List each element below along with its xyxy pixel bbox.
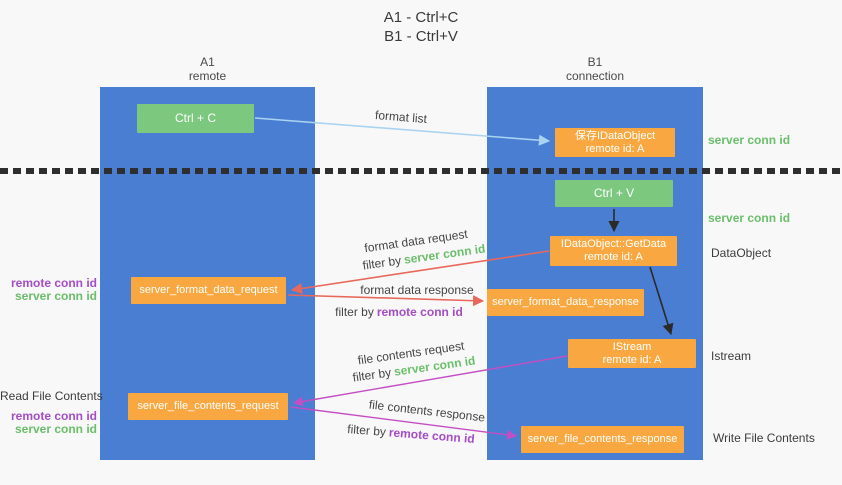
left-conn-id-block-2: remote conn id server conn id — [0, 410, 97, 436]
server-format-data-request-label: server_format_data_request — [139, 284, 278, 296]
node-istream: IStream remote id: A — [568, 339, 696, 368]
lane-header-a1: A1 remote — [100, 55, 315, 83]
filter-by-text: filter by — [361, 253, 403, 273]
label-dataobject: DataObject — [711, 246, 772, 260]
ctrl-v-label: Ctrl + V — [593, 186, 635, 200]
save-idataobject-line1: 保存IDataObject — [574, 129, 656, 142]
save-idataobject-line2: remote id: A — [585, 142, 645, 155]
ctrl-c-label: Ctrl + C — [174, 111, 216, 125]
node-ctrl-v: Ctrl + V — [555, 180, 673, 207]
server-file-contents-response-label: server_file_contents_response — [527, 433, 678, 445]
node-server-format-data-response: server_format_data_response — [487, 289, 644, 316]
lane-a1-subtitle: remote — [188, 69, 227, 83]
lane-a1-title: A1 — [200, 55, 215, 69]
node-server-file-contents-request: server_file_contents_request — [128, 393, 288, 420]
left-conn-id-block-1: remote conn id server conn id — [0, 277, 97, 303]
title-line-2: B1 - Ctrl+V — [384, 28, 458, 45]
label-server-conn-id-top-right: server conn id — [708, 133, 791, 147]
diagram-title: A1 - Ctrl+C B1 - Ctrl+V — [0, 8, 842, 46]
filter-by-text: filter by — [351, 365, 393, 385]
label-server-conn-id-left-2: server conn id — [14, 422, 97, 436]
istream-line1: IStream — [612, 340, 652, 353]
server-format-data-response-label: server_format_data_response — [492, 296, 639, 308]
filter-by-text: filter by — [346, 422, 387, 440]
lane-b1-subtitle: connection — [565, 69, 625, 83]
label-remote-conn-id-left-2: remote conn id — [10, 409, 97, 423]
server-file-contents-request-label: server_file_contents_request — [137, 400, 279, 412]
node-server-format-data-request: server_format_data_request — [131, 277, 286, 304]
phase-separator-dotted-line — [0, 168, 842, 174]
label-server-conn-id-mid-right: server conn id — [708, 211, 791, 225]
lane-b1-title: B1 — [587, 55, 603, 69]
node-ctrl-c: Ctrl + C — [137, 104, 254, 133]
title-line-1: A1 - Ctrl+C — [383, 9, 459, 26]
label-istream: Istream — [711, 349, 752, 363]
istream-line2: remote id: A — [602, 353, 662, 366]
lane-header-b1: B1 connection — [487, 55, 703, 83]
label-format-list: format list — [374, 107, 428, 127]
remote-conn-id-text: remote conn id — [388, 425, 476, 446]
remote-conn-id-text: remote conn id — [376, 305, 463, 319]
getdata-line1: IDataObject::GetData — [560, 238, 667, 250]
filter-by-text: filter by — [335, 305, 374, 319]
node-server-file-contents-response: server_file_contents_response — [521, 426, 684, 453]
label-read-file-contents: Read File Contents — [0, 389, 103, 403]
label-remote-conn-id-left-1: remote conn id — [10, 276, 97, 290]
node-idataobject-getdata: IDataObject::GetData remote id: A — [550, 236, 677, 266]
getdata-line2: remote id: A — [584, 251, 643, 263]
label-file-contents-response: file contents response — [368, 397, 486, 425]
node-save-idataobject: 保存IDataObject remote id: A — [555, 128, 675, 157]
label-server-conn-id-left-1: server conn id — [14, 289, 97, 303]
label-write-file-contents: Write File Contents — [713, 431, 815, 445]
label-format-data-response: format data response — [360, 283, 474, 297]
